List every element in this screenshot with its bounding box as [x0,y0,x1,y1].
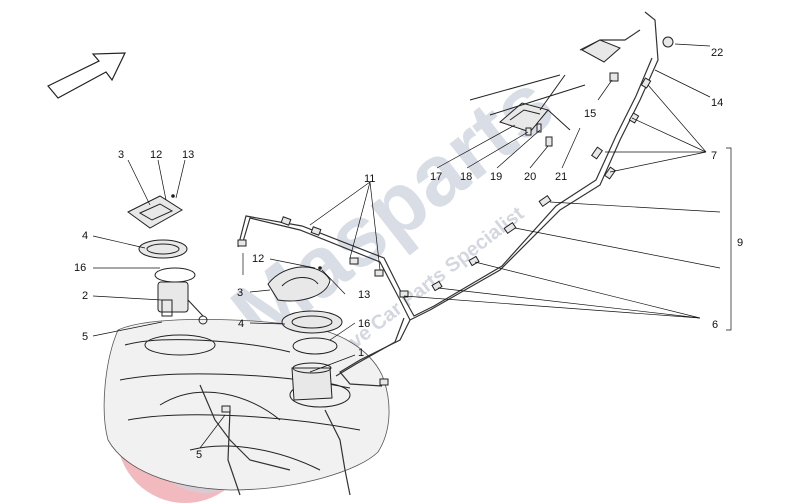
callout-11: 11 [364,173,375,185]
line-clips [221,36,674,413]
callout-7: 7 [711,150,717,162]
callout-9: 9 [737,237,743,249]
callout-16: 16 [358,318,370,330]
callout-22: 22 [711,47,723,59]
callout-1: 1 [358,347,364,359]
left-pump-assembly [127,194,208,325]
callout-13: 13 [358,289,370,301]
callout-2: 2 [82,290,88,302]
callout-18: 18 [460,171,472,183]
callout-15: 15 [584,108,596,120]
center-pump-assembly [267,266,343,401]
callout-4: 4 [238,318,244,330]
lock-ring-center [281,310,343,334]
cover-plate-center [267,266,331,302]
callout-4: 4 [82,230,88,242]
callout-16: 16 [74,262,86,274]
cover-plate-left [127,195,183,229]
callouts: 3 12 13 4 16 2 5 11 12 3 13 4 16 1 5 17 … [74,47,743,461]
callout-13: 13 [182,149,194,161]
direction-arrow-icon [47,52,126,99]
leader-lines [92,43,732,449]
callout-21: 21 [555,171,567,183]
callout-3: 3 [118,149,124,161]
callout-3: 3 [237,287,243,299]
fuel-lines [199,11,659,496]
callout-20: 20 [524,171,536,183]
callout-6: 6 [712,319,718,331]
pump-center [291,367,333,401]
lock-ring-left [138,239,188,259]
seal-center [292,337,338,355]
callout-5: 5 [82,331,88,343]
callout-19: 19 [490,171,502,183]
callout-12: 12 [150,149,162,161]
callout-17: 17 [430,171,442,183]
pump-left [157,281,189,313]
callout-12: 12 [252,253,264,265]
fuel-tank [103,318,390,491]
callout-14: 14 [711,97,723,109]
seal-left [154,267,196,283]
filter-bracket-assembly [469,39,621,147]
callout-5: 5 [196,449,202,461]
